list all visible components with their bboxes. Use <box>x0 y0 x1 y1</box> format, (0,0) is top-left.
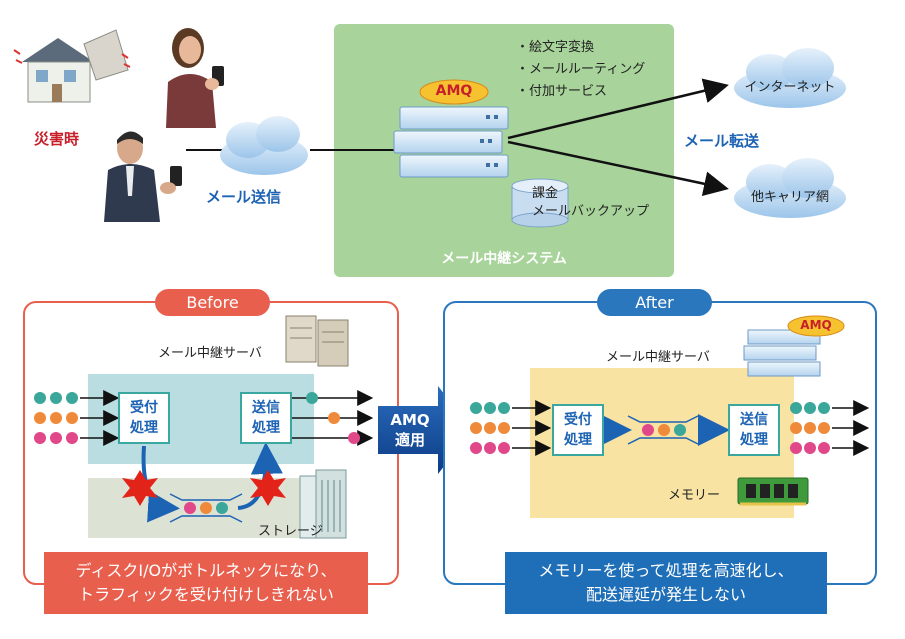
bottleneck-burst-icon <box>250 470 286 506</box>
billing-label: 課金 <box>532 186 559 201</box>
before-summary-line2: トラフィックを受け付けしきれない <box>78 585 334 604</box>
amq-apply-line2: 適用 <box>394 431 425 449</box>
after-summary-line1: メモリーを使って処理を高速化し、 <box>538 561 794 580</box>
after-incoming-mail <box>470 400 552 456</box>
mail-send-label: メール送信 <box>206 188 282 206</box>
amq-apply-line1: AMQ <box>390 411 430 429</box>
amq-apply-label: AMQ 適用 <box>380 410 440 450</box>
amq-server-stack-icon <box>393 106 509 178</box>
before-outgoing-mail <box>286 390 374 446</box>
before-receive-line1: 受付 <box>130 400 158 416</box>
cloud-icon <box>220 116 308 175</box>
after-server-label: メール中継サーバ <box>606 350 710 365</box>
internet-cloud-icon <box>734 48 846 108</box>
relay-system-panel <box>334 24 674 277</box>
after-amq-server-icon <box>743 329 821 377</box>
after-receive-line2: 処理 <box>564 432 592 448</box>
database-icon <box>511 178 569 228</box>
after-receive-line1: 受付 <box>564 412 592 428</box>
before-storage-queue <box>169 493 243 523</box>
feature-item-routing: ・メールルーティング <box>516 62 646 77</box>
bottleneck-burst-icon <box>122 470 158 506</box>
server-rack-icon <box>285 315 349 367</box>
after-send-box: 送信 処理 <box>728 404 780 456</box>
internet-label: インターネット <box>744 80 836 95</box>
disaster-label: 災害時 <box>34 130 80 148</box>
storage-tower-icon <box>299 469 347 539</box>
damaged-house-icon <box>13 29 131 103</box>
before-badge: Before <box>155 289 270 316</box>
man-phone-icon <box>104 131 182 222</box>
relay-system-label: メール中継システム <box>441 251 567 267</box>
after-send-line1: 送信 <box>740 412 768 428</box>
mail-forward-label: メール転送 <box>684 132 760 150</box>
after-amq-badge-shape <box>787 315 845 337</box>
amq-badge-label: AMQ <box>435 83 473 99</box>
amq-badge-shape <box>419 79 489 105</box>
after-send-line2: 処理 <box>740 432 768 448</box>
before-incoming-mail <box>34 390 120 446</box>
backup-label: メールバックアップ <box>532 204 650 219</box>
forward-arrow-carrier <box>507 140 729 197</box>
before-send-line1: 送信 <box>252 400 280 416</box>
before-send-line2: 処理 <box>252 420 280 436</box>
before-server-label: メール中継サーバ <box>158 346 262 361</box>
other-carrier-label: 他キャリア網 <box>750 190 829 205</box>
after-badge: After <box>597 289 712 316</box>
before-receive-box: 受付 処理 <box>118 392 170 444</box>
carrier-cloud-icon <box>734 158 846 218</box>
forward-arrow-internet <box>507 78 729 140</box>
before-summary-line1: ディスクI/Oがボトルネックになり、 <box>75 561 337 580</box>
memory-label: メモリー <box>668 488 721 503</box>
after-memory-queue <box>627 415 699 445</box>
woman-phone-icon <box>166 28 224 128</box>
after-receive-box: 受付 処理 <box>552 404 604 456</box>
after-amq-badge-label: AMQ <box>800 318 832 332</box>
memory-chip-icon <box>737 477 809 506</box>
feature-item-emoji: ・絵文字変換 <box>516 40 595 55</box>
after-summary-banner: メモリーを使って処理を高速化し、 配送遅延が発生しない <box>505 552 827 614</box>
after-outgoing-mail <box>790 400 870 456</box>
before-summary-banner: ディスクI/Oがボトルネックになり、 トラフィックを受け付けしきれない <box>44 552 368 614</box>
feature-item-addon: ・付加サービス <box>516 84 608 99</box>
storage-label: ストレージ <box>258 524 323 539</box>
before-receive-line2: 処理 <box>130 420 158 436</box>
before-send-box: 送信 処理 <box>240 392 292 444</box>
after-summary-line2: 配送遅延が発生しない <box>585 585 746 604</box>
